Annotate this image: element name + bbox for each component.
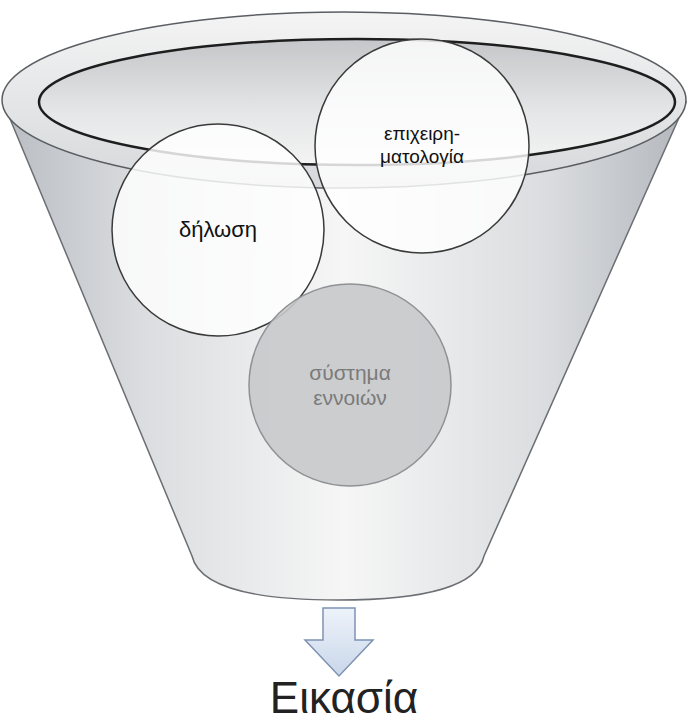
argumentation-circle: επιχειρη- ματολογία — [314, 38, 530, 254]
circle-outline — [248, 283, 452, 487]
down-arrow — [305, 608, 373, 676]
circle-label: δήλωση — [179, 217, 257, 243]
concept-system-circle: σύστημα εννοιών — [248, 283, 452, 487]
circle-shape — [315, 39, 529, 253]
circle-label: σύστημα εννοιών — [291, 360, 409, 410]
circle-shape — [249, 284, 451, 486]
circle-label: επιχειρη- ματολογία — [366, 123, 478, 169]
conclusion-label: Εικασία — [270, 674, 418, 722]
